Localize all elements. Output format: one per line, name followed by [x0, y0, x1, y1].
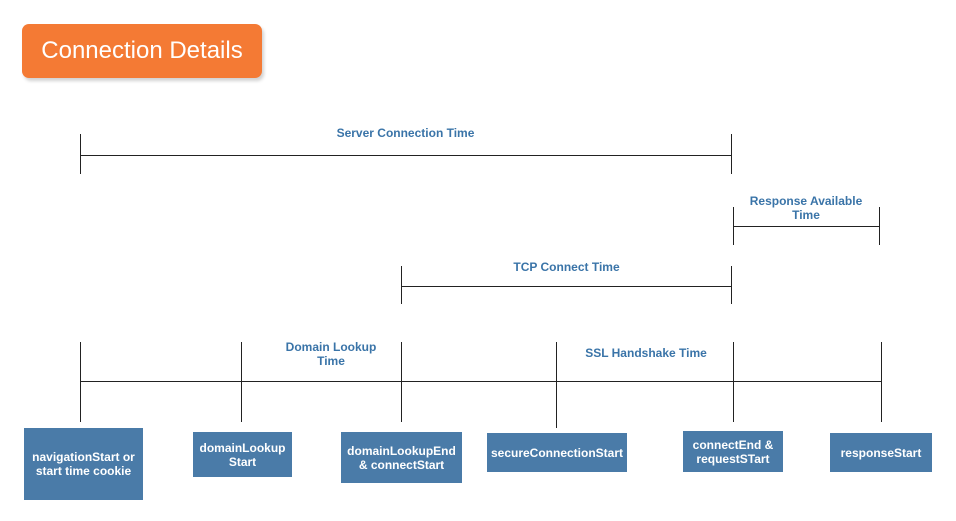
- server-connection-start-tick: [80, 134, 81, 174]
- server-connection-time-bar: [80, 155, 731, 156]
- tcp-connect-start-tick: [401, 266, 402, 304]
- response-available-time-label: Response Available Time: [749, 194, 863, 222]
- tick-domain-lookup-start: [241, 342, 242, 422]
- tick-response-start: [881, 342, 882, 422]
- domain-lookup-time-label: Domain Lookup Time: [285, 340, 377, 368]
- tick-secure-connection-start: [556, 342, 557, 428]
- response-available-time-bar: [733, 226, 879, 227]
- event-domain-lookup-start: domainLookup Start: [193, 432, 292, 477]
- tcp-connect-end-tick: [731, 266, 732, 304]
- tcp-connect-time-bar: [401, 286, 732, 287]
- response-available-start-tick: [733, 207, 734, 245]
- event-navigation-start: navigationStart or start time cookie: [24, 428, 143, 500]
- server-connection-end-tick: [731, 134, 732, 174]
- event-connect-end: connectEnd & requestSTart: [683, 431, 783, 472]
- main-timeline: [80, 381, 882, 382]
- server-connection-time-label: Server Connection Time: [336, 126, 475, 140]
- page-title: Connection Details: [22, 24, 262, 78]
- tick-navigation-start: [80, 342, 81, 422]
- ssl-handshake-time-label: SSL Handshake Time: [585, 346, 707, 360]
- event-domain-lookup-end: domainLookupEnd & connectStart: [341, 432, 462, 483]
- event-response-start: responseStart: [830, 433, 932, 472]
- tcp-connect-time-label: TCP Connect Time: [513, 260, 620, 274]
- tick-connect-end: [733, 342, 734, 422]
- tick-domain-lookup-end: [401, 342, 402, 422]
- event-secure-connection-start: secureConnectionStart: [487, 433, 627, 472]
- response-available-end-tick: [879, 207, 880, 245]
